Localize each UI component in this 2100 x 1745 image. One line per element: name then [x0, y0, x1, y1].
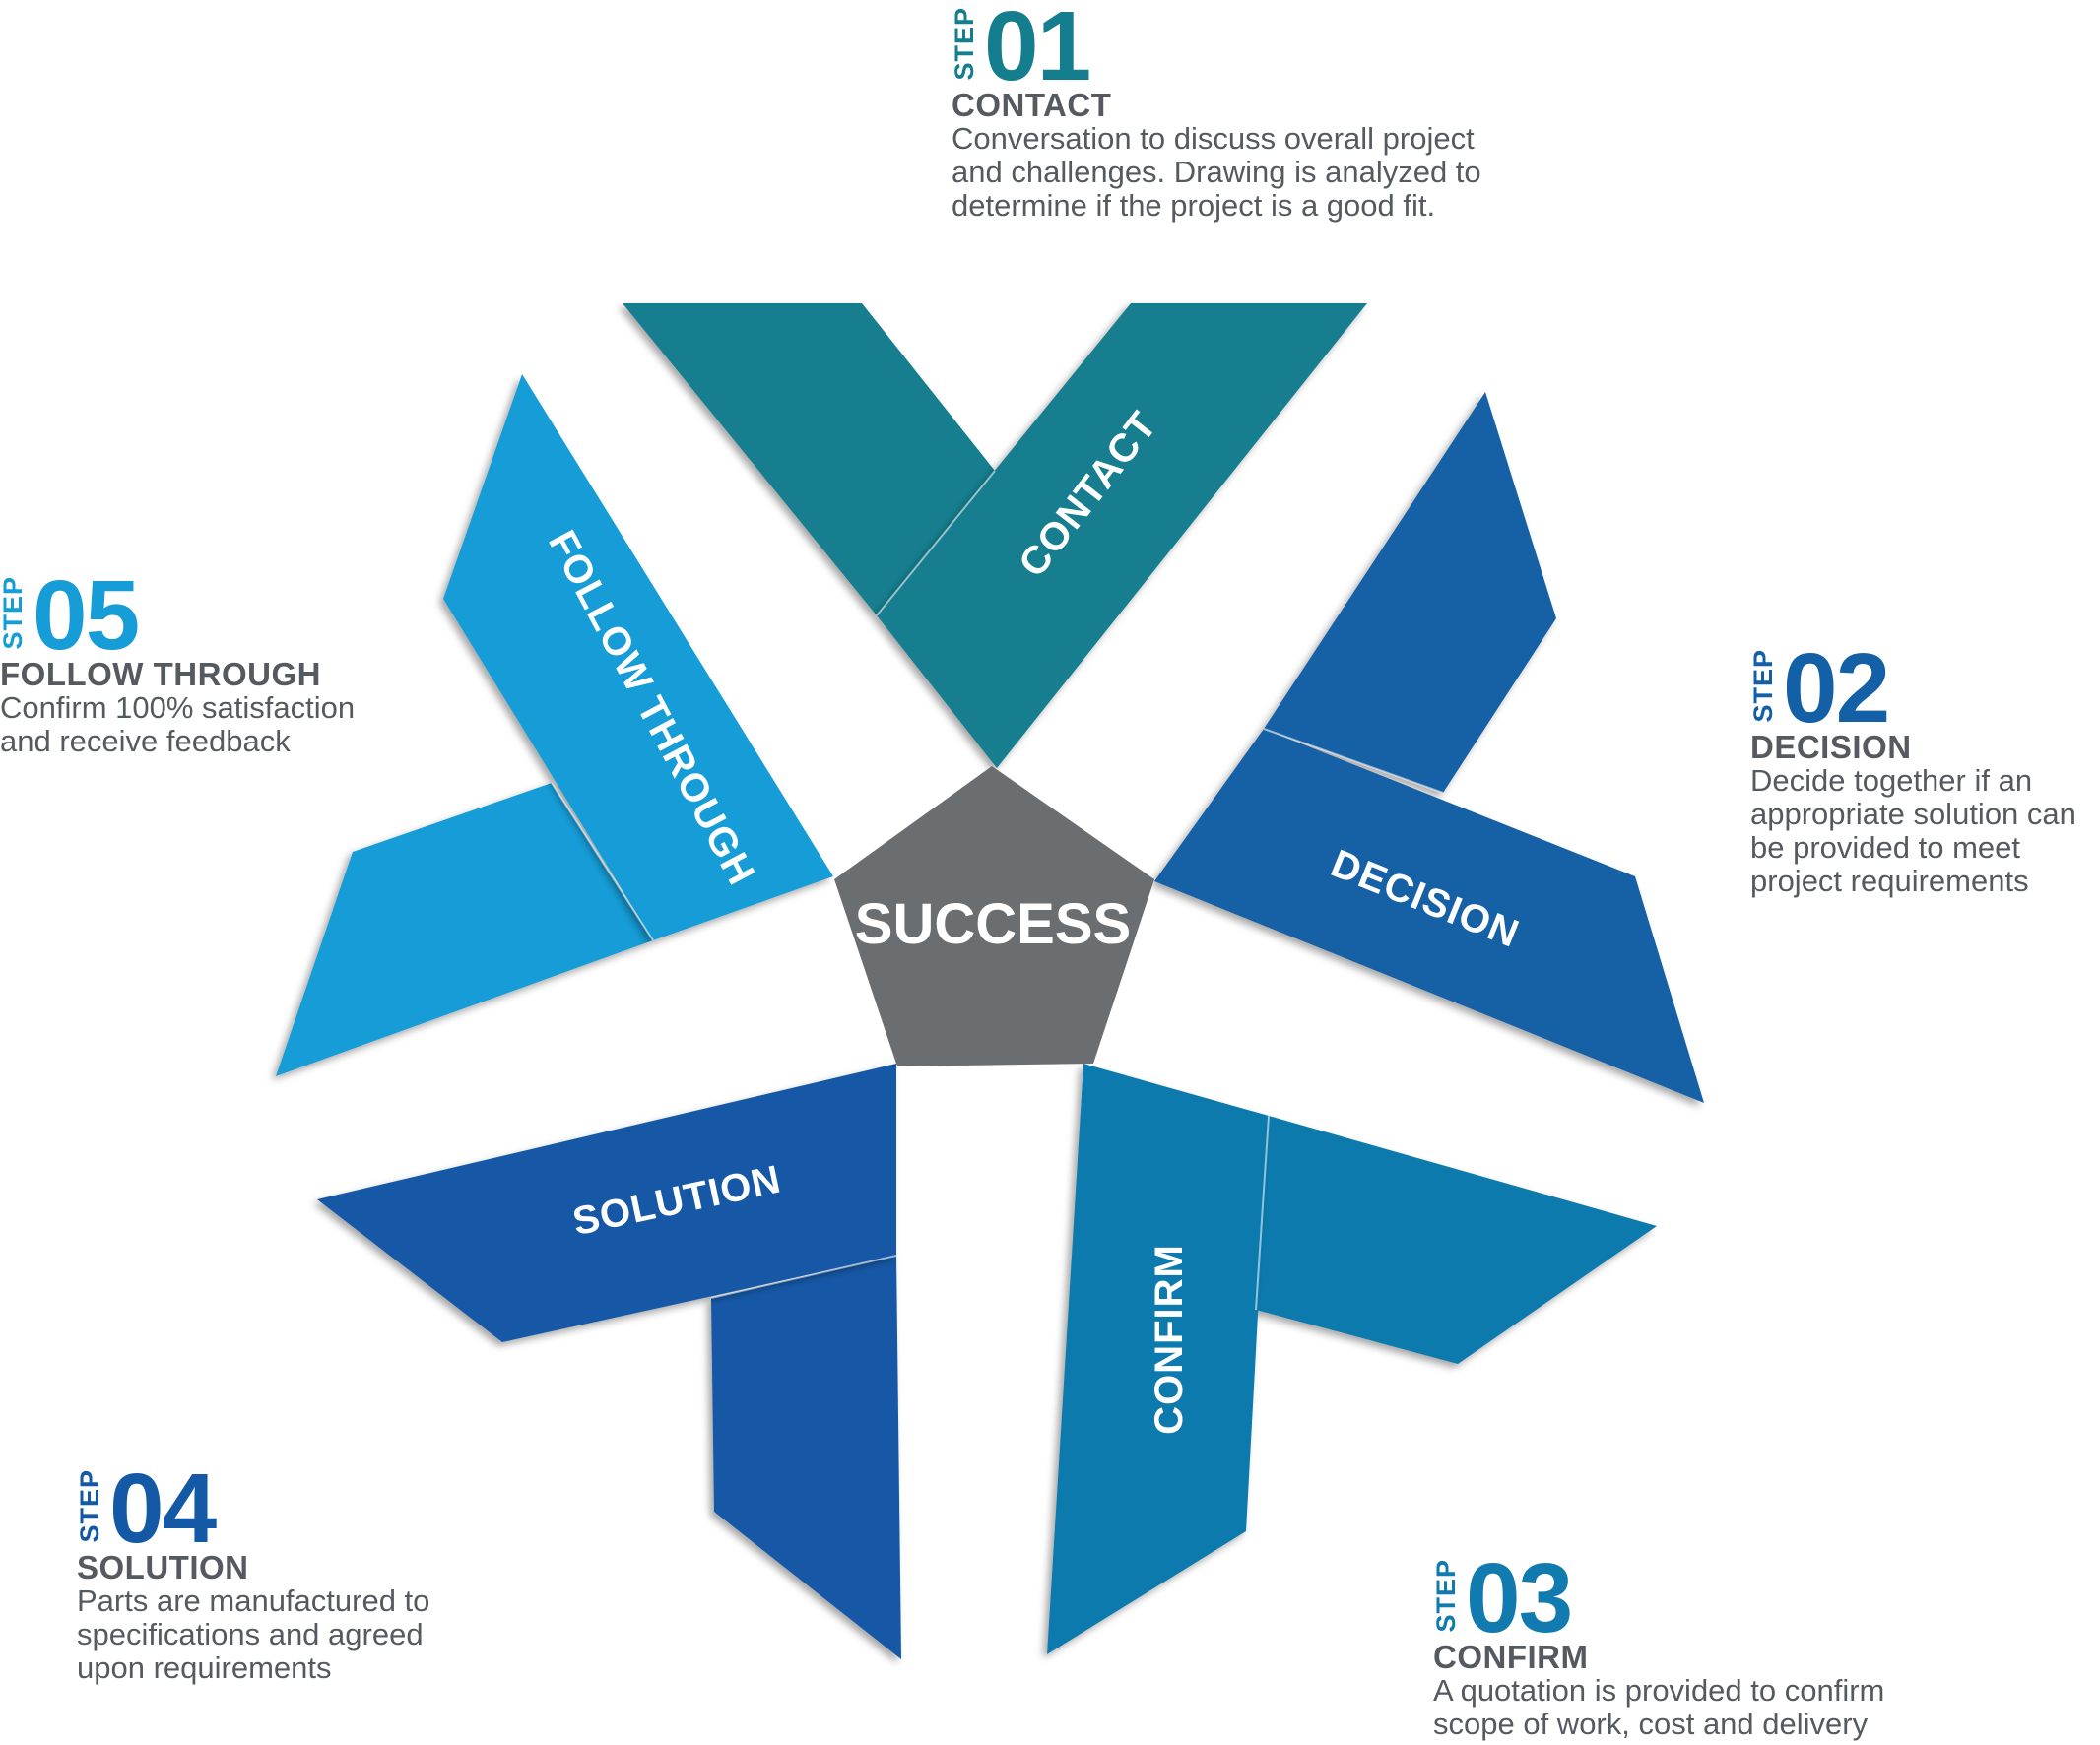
solution-ribbon-fold	[710, 1255, 897, 1299]
step-05-heading: STEP 05	[0, 560, 355, 671]
step-03-step-label: STEP	[1431, 1559, 1461, 1633]
step-05-number: 05	[33, 560, 140, 671]
step-03-heading: STEP 03	[1431, 1543, 1884, 1653]
confirm-ribbon-fold	[1255, 1115, 1270, 1311]
step-02-description: Decide together if an appropriate soluti…	[1750, 763, 2076, 898]
success-pentagon-shape	[834, 766, 1154, 1066]
follow-through-ribbon-front	[443, 374, 833, 940]
step-01-description: Conversation to discuss overall project …	[952, 121, 1481, 223]
step-04-block: STEP 04 SOLUTION Parts are manufactured …	[75, 1454, 430, 1685]
step-02-number: 02	[1783, 633, 1890, 743]
step-02-step-label: STEP	[1748, 649, 1778, 723]
solution-ribbon-back	[711, 1256, 901, 1659]
solution-ribbon: SOLUTION	[317, 1064, 901, 1659]
contact-ribbon-front	[877, 303, 1367, 768]
follow-through-ribbon-back	[276, 783, 653, 1076]
step-05-block: STEP 05 FOLLOW THROUGH Confirm 100% sati…	[0, 560, 356, 758]
follow-through-ribbon: FOLLOW THROUGH	[276, 374, 833, 1076]
decision-ribbon: DECISION	[1154, 392, 1704, 1103]
step-01-step-label: STEP	[950, 7, 979, 81]
confirm-ribbon-front	[1047, 1064, 1269, 1654]
step-04-title: SOLUTION	[77, 1549, 249, 1585]
step-03-title: CONFIRM	[1433, 1639, 1589, 1675]
step-04-description: Parts are manufactured to specifications…	[77, 1583, 430, 1685]
decision-ribbon-back	[1264, 392, 1556, 793]
step-01-block: STEP 01 CONTACT Conversation to discuss …	[950, 0, 1481, 223]
contact-ribbon-fold	[876, 470, 996, 616]
step-01-heading: STEP 01	[950, 0, 1481, 101]
confirm-ribbon: CONFIRM	[1047, 1064, 1657, 1654]
step-05-title: FOLLOW THROUGH	[0, 656, 321, 692]
solution-ribbon-front	[317, 1064, 896, 1342]
decision-ribbon-fold	[1263, 728, 1444, 794]
step-04-heading: STEP 04	[75, 1454, 429, 1564]
step-04-number: 04	[109, 1454, 217, 1564]
confirm-ribbon-label: CONFIRM	[1148, 1244, 1191, 1435]
step-02-block: STEP 02 DECISION Decide together if an a…	[1748, 633, 2076, 898]
step-03-number: 03	[1466, 1543, 1573, 1653]
success-label: SUCCESS	[855, 892, 1131, 956]
contact-ribbon: CONTACT	[623, 303, 1367, 768]
follow-through-ribbon-fold	[551, 782, 654, 941]
step-02-title: DECISION	[1750, 729, 1912, 765]
step-01-number: 01	[984, 0, 1091, 101]
decision-ribbon-front	[1154, 729, 1704, 1103]
step-02-heading: STEP 02	[1748, 633, 2076, 743]
step-05-step-label: STEP	[0, 576, 28, 650]
step-04-step-label: STEP	[75, 1469, 104, 1543]
step-05-description: Confirm 100% satisfaction and receive fe…	[0, 690, 356, 758]
contact-ribbon-back	[623, 303, 995, 615]
confirm-ribbon-back	[1256, 1116, 1657, 1364]
step-01-title: CONTACT	[952, 87, 1112, 123]
success-pentagon: SUCCESS	[834, 766, 1154, 1066]
step-03-block: STEP 03 CONFIRM A quotation is provided …	[1431, 1543, 1885, 1741]
step-03-description: A quotation is provided to confirm scope…	[1433, 1673, 1885, 1741]
